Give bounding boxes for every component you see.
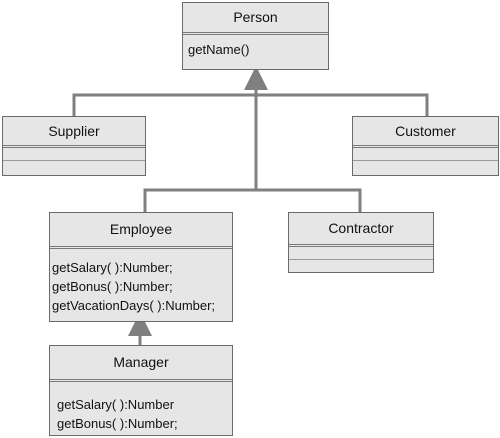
- connector-employee-person: [143, 188, 362, 212]
- class-name-customer: Customer: [395, 123, 456, 139]
- class-manager: Manager getSalary( ):Number getBonus( ):…: [49, 345, 233, 436]
- class-employee: Employee getSalary( ):Number; getBonus( …: [49, 212, 233, 322]
- operation: getSalary( ):Number;: [52, 260, 173, 275]
- class-name-employee: Employee: [109, 221, 173, 237]
- class-name-manager: Manager: [113, 354, 169, 370]
- operation: getBonus( ):Number;: [52, 279, 173, 294]
- class-name-contractor: Contractor: [328, 220, 394, 236]
- connector-supplier-person: [72, 93, 429, 116]
- operation: getSalary( ):Number: [57, 397, 175, 412]
- operation: getVacationDays( ):Number;: [52, 298, 216, 313]
- class-person: Person getName(): [182, 2, 329, 70]
- operation: getName(): [188, 42, 250, 57]
- class-name-supplier: Supplier: [48, 123, 100, 139]
- operation: getBonus( ):Number;: [57, 416, 178, 431]
- class-name-person: Person: [233, 9, 278, 25]
- class-customer: Customer: [352, 116, 499, 176]
- class-supplier: Supplier: [2, 116, 146, 176]
- class-contractor: Contractor: [288, 212, 434, 273]
